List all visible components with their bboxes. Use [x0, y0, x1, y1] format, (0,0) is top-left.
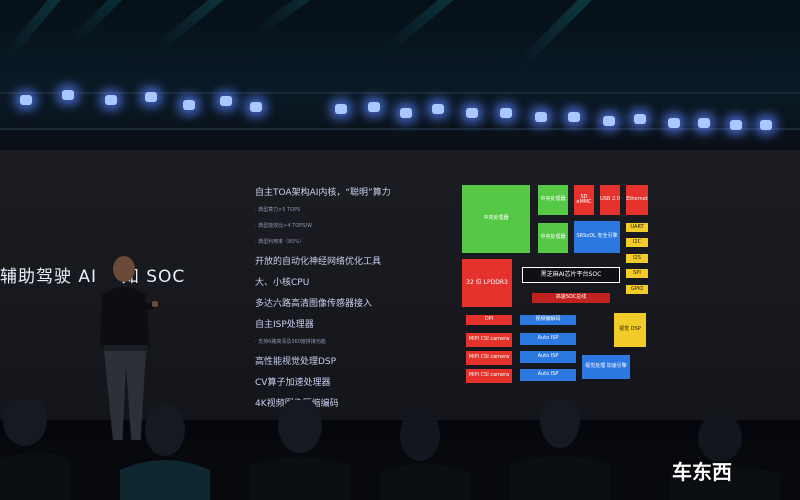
- uart-block: UART: [626, 223, 648, 232]
- slide-title: 辅助驾驶 AI 知 SOC: [0, 262, 185, 287]
- mipi-csi-block-3: MIPI CSI camera: [466, 369, 512, 383]
- feature-item: 自主ISP处理器: [255, 320, 314, 330]
- stage-lamp: [500, 108, 512, 118]
- soc-bus-arrow: 高速SOC总线: [532, 293, 610, 303]
- stage-lamp: [105, 95, 117, 105]
- feature-item: CV算子加速处理器: [255, 378, 331, 388]
- presenter: [100, 256, 158, 454]
- mipi-csi-block-1: MIPI CSI camera: [466, 333, 512, 347]
- cpu-block-a: 中央处理器: [538, 185, 568, 215]
- stage-lamp: [535, 112, 547, 122]
- lpddr3-block: 32 位 LPDDR3: [462, 259, 512, 307]
- feature-item: · 典型能效比>4 TOPS/W: [255, 223, 312, 229]
- gpio-block: GPIO: [626, 285, 648, 294]
- cpu-block-b: 中央处理器: [538, 223, 568, 253]
- stage-lamp: [760, 120, 772, 130]
- feature-item: 高性能视觉处理DSP: [255, 357, 337, 367]
- auto-isp-block-1: Auto ISP: [520, 333, 576, 345]
- soc-platform-block: 黑芝麻AI芯片平台SOC: [522, 267, 620, 283]
- dpi-block: DPI: [466, 315, 512, 325]
- cv-accelerator-block: 视觉处理 加速引擎: [582, 355, 630, 379]
- security-engine-block: SRSoDL 安全引擎: [574, 221, 620, 253]
- soc-block-diagram: 中央处理器 中央处理器 中央处理器 SD eMMC USB 2.0 Ethern…: [462, 185, 652, 385]
- ethernet-block: Ethernet: [626, 185, 648, 215]
- stage-lamp: [603, 116, 615, 126]
- usb-block: USB 2.0: [600, 185, 620, 215]
- feature-list: 自主TOA架构AI内核，“聪明”算力 · 典型算力>5 TOPS · 典型能效比>4…: [255, 185, 460, 417]
- lighting-truss: [0, 92, 800, 94]
- feature-item: · 典型利用率（80%）: [255, 239, 305, 245]
- stage-lamp: [698, 118, 710, 128]
- stage-lamp: [400, 108, 412, 118]
- stage-lamp: [730, 120, 742, 130]
- stage-lamp: [220, 96, 232, 106]
- stage-lamp: [568, 112, 580, 122]
- slide-title-prefix: 辅助驾驶 AI: [0, 267, 98, 287]
- stage-lamp: [335, 104, 347, 114]
- auto-isp-block-2: Auto ISP: [520, 351, 576, 363]
- feature-item: · 支持6路高清及360度拼接功能: [255, 339, 326, 345]
- slide-title-suffix: 知 SOC: [121, 267, 186, 287]
- i2s-block: I2S: [626, 254, 648, 263]
- stage-lamp: [432, 104, 444, 114]
- i2c-block: I2C: [626, 238, 648, 247]
- cpu-main-block: 中央处理器: [462, 185, 530, 253]
- stage-lamp: [20, 95, 32, 105]
- feature-item: 自主TOA架构AI内核，“聪明”算力: [255, 188, 391, 198]
- feature-item: 大、小核CPU: [255, 278, 310, 288]
- feature-item: · 典型算力>5 TOPS: [255, 207, 301, 213]
- stage-lamp: [634, 114, 646, 124]
- feature-item: 开放的自动化神经网络优化工具: [255, 257, 382, 267]
- stage-lamp: [145, 92, 157, 102]
- watermark-logo: 车东西: [672, 460, 732, 484]
- feature-item: 多达六路高清图像传感器接入: [255, 299, 373, 309]
- stage-lamp: [466, 108, 478, 118]
- stage-lamp: [250, 102, 262, 112]
- stage-lamp: [368, 102, 380, 112]
- mipi-csi-block-2: MIPI CSI camera: [466, 351, 512, 365]
- stage-lamp: [62, 90, 74, 100]
- sd-emmc-block: SD eMMC: [574, 185, 594, 215]
- auto-isp-block-3: Auto ISP: [520, 369, 576, 381]
- audience: [0, 400, 800, 500]
- stage-lamp: [183, 100, 195, 110]
- spi-block: SPI: [626, 269, 648, 278]
- stage-lamp: [668, 118, 680, 128]
- video-codec-block: 视频编解码: [520, 315, 576, 325]
- lighting-truss: [0, 128, 800, 130]
- vision-dsp-block: 视觉 DSP: [614, 313, 646, 347]
- stage-ceiling: [0, 0, 800, 150]
